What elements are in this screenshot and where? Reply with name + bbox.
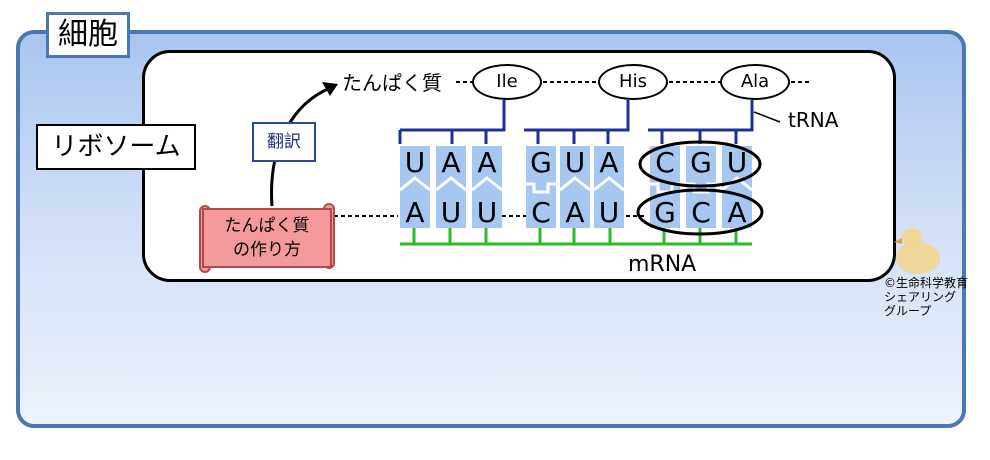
- codon-base: A: [405, 196, 425, 229]
- amino-acid-ile: Ile: [472, 64, 542, 100]
- trna-label: tRNA: [788, 108, 839, 132]
- anticodon-base: U: [726, 146, 748, 179]
- codon-base: C: [691, 196, 711, 229]
- anticodon-base: A: [477, 146, 497, 179]
- codon-base: U: [476, 196, 498, 229]
- mrna-label: mRNA: [628, 252, 697, 277]
- codon-base: C: [531, 196, 551, 229]
- anticodon-highlight: [638, 140, 762, 188]
- recipe-line2: の作り方: [233, 240, 301, 260]
- recipe-line1: たんぱく質: [224, 216, 310, 236]
- amino-acid-his: His: [598, 64, 668, 100]
- codon-base: U: [440, 196, 462, 229]
- trna-pointer: [753, 111, 781, 123]
- credit-line1: ©生命科学教育: [884, 276, 969, 290]
- amino-acid-ala: Ala: [720, 64, 790, 100]
- anticodon-base: U: [404, 146, 426, 179]
- translation-label: 翻訳: [252, 122, 316, 162]
- protein-label: たんぱく質: [342, 71, 442, 95]
- trna-stem: [648, 100, 754, 132]
- codon-base: U: [598, 196, 620, 229]
- credit-line2: シェアリング: [884, 290, 957, 304]
- protein-recipe-scroll: たんぱく質 の作り方: [202, 208, 332, 268]
- ribosome-label: リボソーム: [36, 124, 196, 170]
- cell-label: 細胞: [46, 12, 130, 58]
- anticodon-base: A: [441, 146, 461, 179]
- anticodon-base: C: [655, 146, 675, 179]
- codon-base: G: [654, 196, 676, 229]
- translation-arrowhead: [322, 82, 338, 96]
- credit-line3: グループ: [884, 304, 932, 318]
- anticodon-base: G: [690, 146, 712, 179]
- anticodon-base: U: [564, 146, 586, 179]
- trna-stem: [400, 100, 506, 132]
- trna-stem: [524, 100, 630, 132]
- codon-highlight: [636, 188, 764, 236]
- anticodon-base: G: [530, 146, 552, 179]
- duck-mascot-icon: [894, 228, 940, 274]
- codon-base: A: [565, 196, 585, 229]
- credit: ©生命科学教育 シェアリング グループ: [884, 276, 968, 318]
- codon-base: A: [727, 196, 747, 229]
- anticodon-base: A: [599, 146, 619, 179]
